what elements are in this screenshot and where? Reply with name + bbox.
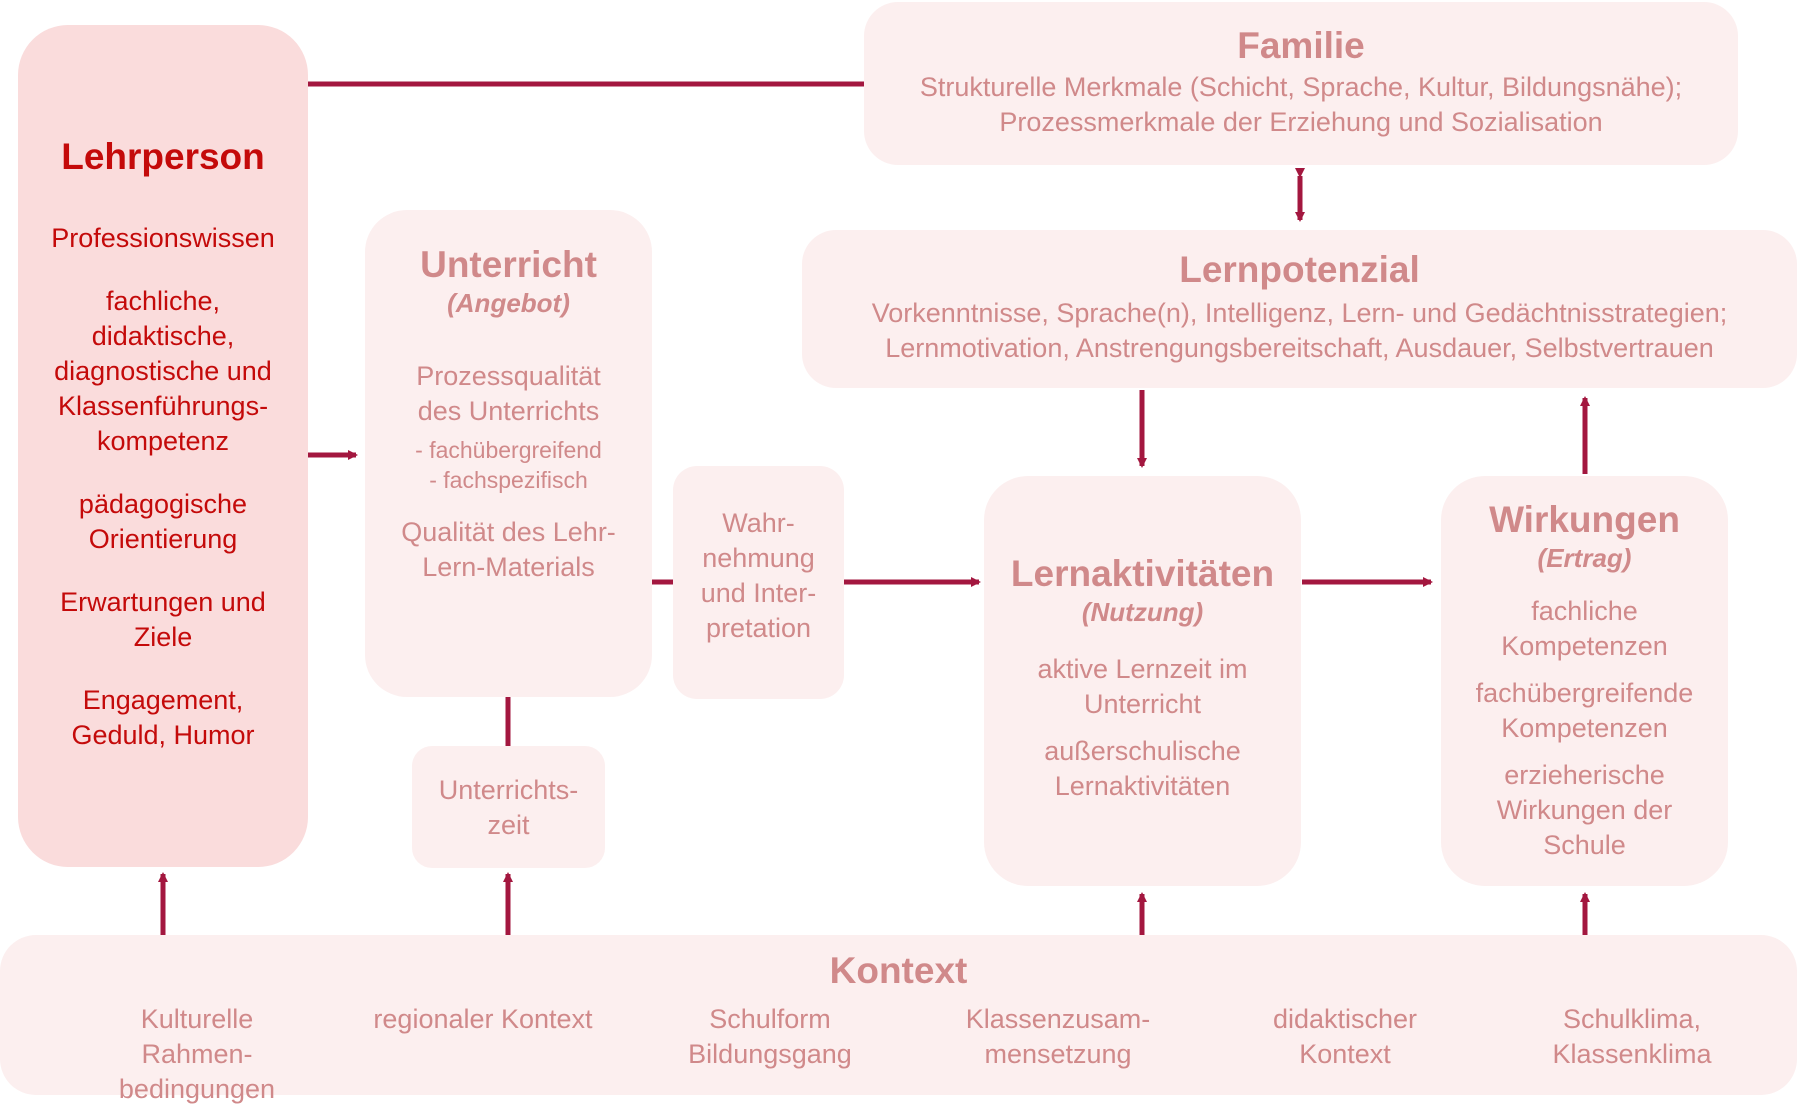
unterrichtszeit-text: Unterrichts- zeit bbox=[438, 775, 579, 840]
kontext-item-schulklima: Schulklima, Klassenklima bbox=[1552, 1004, 1712, 1069]
lehrperson-item-professionswissen: Professionswissen bbox=[51, 223, 275, 253]
kontext-item-didaktischer-kontext: didaktischer Kontext bbox=[1272, 1004, 1418, 1069]
wirkungen-box: Wirkungen (Ertrag) fachliche Kompetenzen… bbox=[1441, 476, 1728, 886]
kontext-item-regionaler-kontext: regionaler Kontext bbox=[373, 1004, 593, 1034]
familie-text-2: Prozessmerkmale der Erziehung und Sozial… bbox=[999, 107, 1603, 137]
lernpotenzial-title: Lernpotenzial bbox=[1179, 249, 1420, 290]
unterricht-subtitle: (Angebot) bbox=[447, 288, 570, 318]
lernaktivitaeten-title: Lernaktivitäten bbox=[1010, 553, 1275, 594]
unterricht-materialqualitaet: Qualität des Lehr- Lern-Materials bbox=[401, 517, 616, 582]
familie-box: Familie Strukturelle Merkmale (Schicht, … bbox=[864, 2, 1738, 165]
familie-title: Familie bbox=[1237, 25, 1365, 66]
wirkungen-subtitle: (Ertrag) bbox=[1537, 543, 1632, 573]
wirkungen-title: Wirkungen bbox=[1489, 499, 1680, 540]
wahrnehmung-text: Wahr- nehmung und Inter- pretation bbox=[700, 508, 817, 643]
unterrichtszeit-box: Unterrichts- zeit bbox=[412, 746, 605, 868]
unterricht-box: Unterricht (Angebot) Prozessqualität des… bbox=[365, 210, 652, 697]
lernpotenzial-box: Lernpotenzial Vorkenntnisse, Sprache(n),… bbox=[802, 230, 1797, 388]
unterricht-prozessqualitaet: Prozessqualität des Unterrichts bbox=[416, 361, 601, 426]
wahrnehmung-box: Wahr- nehmung und Inter- pretation bbox=[673, 466, 844, 699]
kontext-item-schulform: Schulform Bildungsgang bbox=[688, 1004, 852, 1069]
kontext-item-klassenzusammensetzung: Klassenzusam- mensetzung bbox=[965, 1004, 1151, 1069]
lernaktivitaeten-box: Lernaktivitäten (Nutzung) aktive Lernzei… bbox=[984, 476, 1301, 886]
lehrperson-item-engagement: Engagement, Geduld, Humor bbox=[71, 685, 255, 750]
familie-text-1: Strukturelle Merkmale (Schicht, Sprache,… bbox=[919, 72, 1683, 102]
wirkungen-fachuebergreifende-kompetenzen: fachübergreifende Kompetenzen bbox=[1475, 678, 1694, 743]
kontext-title: Kontext bbox=[829, 950, 968, 991]
lernpotenzial-text-2: Lernmotivation, Anstrengungsbereitschaft… bbox=[885, 333, 1714, 363]
lehrperson-title: Lehrperson bbox=[61, 136, 265, 177]
lernpotenzial-text-1: Vorkenntnisse, Sprache(n), Intelligenz, … bbox=[871, 298, 1728, 328]
lehrperson-box: Lehrperson Professionswissen fachliche, … bbox=[18, 25, 308, 867]
lernaktivitaeten-subtitle: (Nutzung) bbox=[1081, 597, 1204, 627]
lehrperson-item-erwartungen: Erwartungen und Ziele bbox=[60, 587, 266, 652]
lehrperson-item-kompetenz: fachliche, didaktische, diagnostische un… bbox=[54, 286, 272, 456]
lehrperson-item-orientierung: pädagogische Orientierung bbox=[78, 489, 248, 554]
lernaktivitaeten-lernzeit: aktive Lernzeit im Unterricht bbox=[1037, 654, 1248, 719]
kontext-item-kulturelle-rahmenbedingungen: Kulturelle Rahmen- bedingungen bbox=[118, 1004, 276, 1104]
wirkungen-fachliche-kompetenzen: fachliche Kompetenzen bbox=[1501, 596, 1668, 661]
unterricht-title: Unterricht bbox=[420, 244, 597, 285]
unterricht-bullet-fachuebergreifend: - fachübergreifend bbox=[415, 437, 602, 463]
lernaktivitaeten-ausserschulisch: außerschulische Lernaktivitäten bbox=[1044, 736, 1241, 801]
unterricht-bullet-fachspezifisch: - fachspezifisch bbox=[429, 467, 588, 493]
kontext-box: Kontext bbox=[0, 935, 1797, 1095]
wirkungen-erzieherische-wirkungen: erzieherische Wirkungen der Schule bbox=[1496, 760, 1673, 860]
